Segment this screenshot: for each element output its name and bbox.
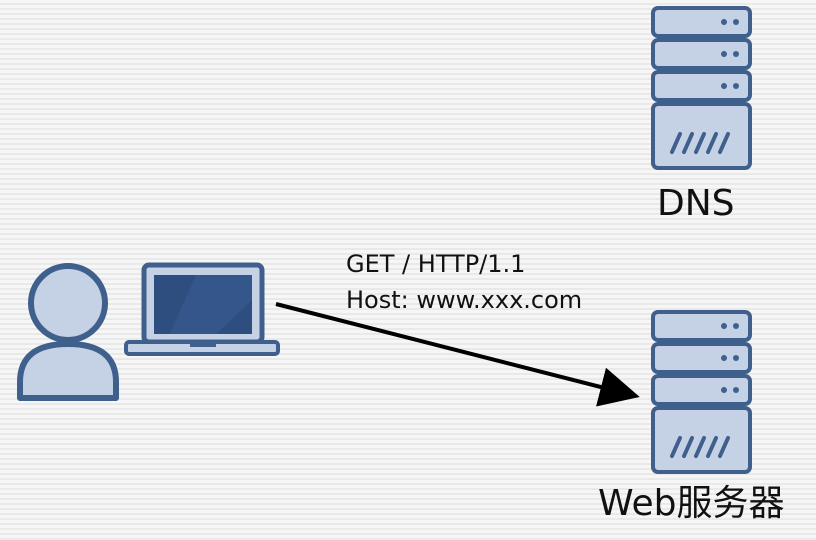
dns-server-icon xyxy=(651,6,752,170)
user-icon xyxy=(17,263,119,401)
laptop-icon xyxy=(124,262,280,356)
http-request-text: GET / HTTP/1.1 Host: www.xxx.com xyxy=(346,246,582,318)
web-server-icon xyxy=(651,310,752,474)
request-arrow xyxy=(275,302,640,407)
host-header-line: Host: www.xxx.com xyxy=(346,286,583,314)
request-line: GET / HTTP/1.1 xyxy=(346,250,526,278)
dns-label: DNS xyxy=(657,183,735,224)
web-server-label: Web服务器 xyxy=(598,483,785,524)
